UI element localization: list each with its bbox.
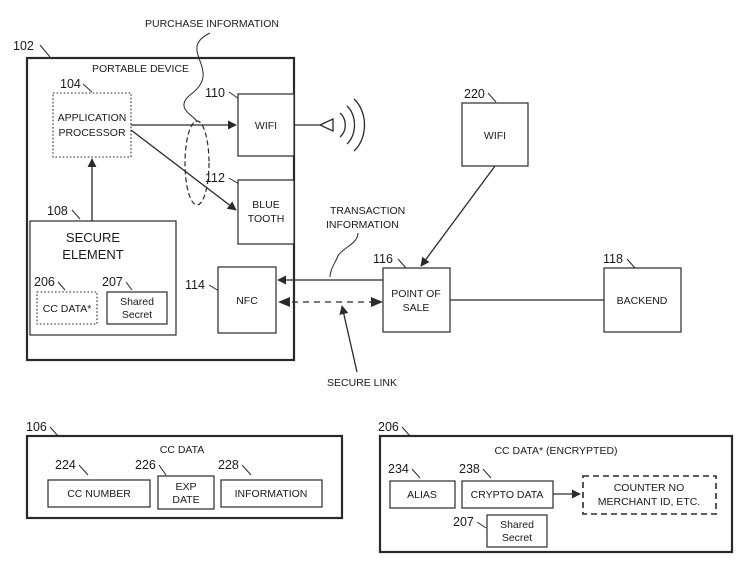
ref-234: 234 <box>388 462 409 476</box>
point-of-sale-label: POINT OF <box>391 288 440 300</box>
cc-data-title: CC DATA <box>160 444 205 456</box>
counter-label: COUNTER NO <box>614 482 685 494</box>
alias-label: ALIAS <box>407 489 437 501</box>
shared-secret-label-2: Secret <box>122 309 152 321</box>
ref-207: 207 <box>102 275 123 289</box>
exp-date-box <box>157 475 215 510</box>
ref-108-leader <box>71 209 81 220</box>
bluetooth-module-box <box>237 179 295 245</box>
crypto-data-label: CRYPTO DATA <box>471 489 544 501</box>
ref-118: 118 <box>603 252 623 266</box>
bluetooth-label-2: TOOTH <box>248 213 285 225</box>
antenna-icon <box>294 117 334 133</box>
ref-118-leader <box>626 258 636 269</box>
transaction-info-leader <box>329 232 359 278</box>
wifi-module-box <box>237 93 295 157</box>
ref-114: 114 <box>185 278 205 292</box>
nfc-label: NFC <box>236 295 258 307</box>
cc-number-box <box>47 479 151 508</box>
ref-104: 104 <box>60 77 81 91</box>
ref-206b: 206 <box>378 420 399 434</box>
ref-108: 108 <box>47 204 68 218</box>
bluetooth-label: BLUE <box>252 199 279 211</box>
wifi-220-label: WIFI <box>484 130 506 142</box>
purchase-info-leader <box>183 32 211 123</box>
arrow-ap-to-bluetooth <box>130 129 237 211</box>
cc-data-star-box <box>36 291 98 325</box>
transaction-info-label-2: INFORMATION <box>326 219 399 231</box>
counter-label-2: MERCHANT ID, ETC. <box>598 496 700 508</box>
exp-date-label-2: DATE <box>172 494 199 506</box>
information-box <box>220 479 323 508</box>
ref-207b-leader <box>476 521 487 529</box>
ref-238: 238 <box>459 462 480 476</box>
application-processor-label: APPLICATION <box>58 112 127 124</box>
ref-220-leader <box>487 92 497 103</box>
cc-number-label: CC NUMBER <box>67 488 131 500</box>
shared-secret-label: Shared <box>120 296 154 308</box>
shared-secret-box-2 <box>486 514 548 548</box>
signal-waves-icon <box>339 98 366 152</box>
ref-228-leader <box>241 464 252 476</box>
cc-data-encrypted-panel <box>378 434 734 554</box>
ref-114-leader <box>208 284 220 292</box>
ref-206: 206 <box>34 275 55 289</box>
cc-data-panel <box>25 434 344 520</box>
point-of-sale-label-2: SALE <box>403 302 430 314</box>
ref-234-leader <box>411 468 421 479</box>
ref-112-leader <box>228 177 240 185</box>
secure-link-arrowhead-right <box>371 297 383 307</box>
information-label: INFORMATION <box>235 488 308 500</box>
secure-link-leader <box>339 305 358 373</box>
secure-link-arrowhead-left <box>278 297 290 307</box>
portable-device-label: PORTABLE DEVICE <box>92 63 189 75</box>
ref-224-leader <box>78 464 89 476</box>
ref-104-leader <box>82 83 93 93</box>
backend-label: BACKEND <box>617 295 668 307</box>
ref-112: 112 <box>205 171 225 185</box>
ref-110-leader <box>228 91 240 100</box>
ref-116-leader <box>397 258 407 269</box>
ref-102: 102 <box>13 39 34 53</box>
cc-data-star-label: CC DATA* <box>43 303 92 315</box>
ref-207-leader <box>125 281 133 291</box>
nfc-box <box>217 266 277 334</box>
wifi-module-label: WIFI <box>255 120 277 132</box>
ref-206-leader <box>57 281 66 291</box>
ref-106-leader <box>49 426 59 437</box>
alias-box <box>389 480 456 509</box>
ref-220: 220 <box>464 87 485 101</box>
cc-data-encrypted-title: CC DATA* (ENCRYPTED) <box>494 445 617 457</box>
ref-206b-leader <box>401 426 411 437</box>
ref-224: 224 <box>55 458 76 472</box>
ref-207b: 207 <box>453 515 474 529</box>
secure-element-label: SECURE <box>66 230 121 245</box>
application-processor-box <box>52 92 132 158</box>
application-processor-label-2: PROCESSOR <box>58 127 126 139</box>
shared-secret-2-label: Shared <box>500 519 534 531</box>
backend-box <box>603 267 682 333</box>
ref-226: 226 <box>135 458 156 472</box>
counter-merchant-box <box>582 475 717 515</box>
crypto-data-box <box>461 480 554 509</box>
secure-link-label: SECURE LINK <box>327 377 397 389</box>
ref-238-leader <box>482 468 492 479</box>
wifi-220-box <box>461 102 529 167</box>
purchase-information-label: PURCHASE INFORMATION <box>145 18 279 30</box>
ref-116: 116 <box>373 252 393 266</box>
ref-110: 110 <box>205 86 225 100</box>
ref-102-leader <box>39 44 51 58</box>
point-of-sale-box <box>382 267 451 333</box>
ref-106: 106 <box>26 420 47 434</box>
exp-date-label: EXP <box>175 481 196 493</box>
purchase-info-ellipse <box>184 120 210 206</box>
shared-secret-box <box>106 291 168 325</box>
secure-element-label-2: ELEMENT <box>62 247 123 262</box>
arrow-wifi-to-pos <box>420 165 496 267</box>
shared-secret-2-label-2: Secret <box>502 532 532 544</box>
ref-228: 228 <box>218 458 239 472</box>
transaction-info-label: TRANSACTION <box>330 205 405 217</box>
ref-226-leader <box>158 464 167 476</box>
